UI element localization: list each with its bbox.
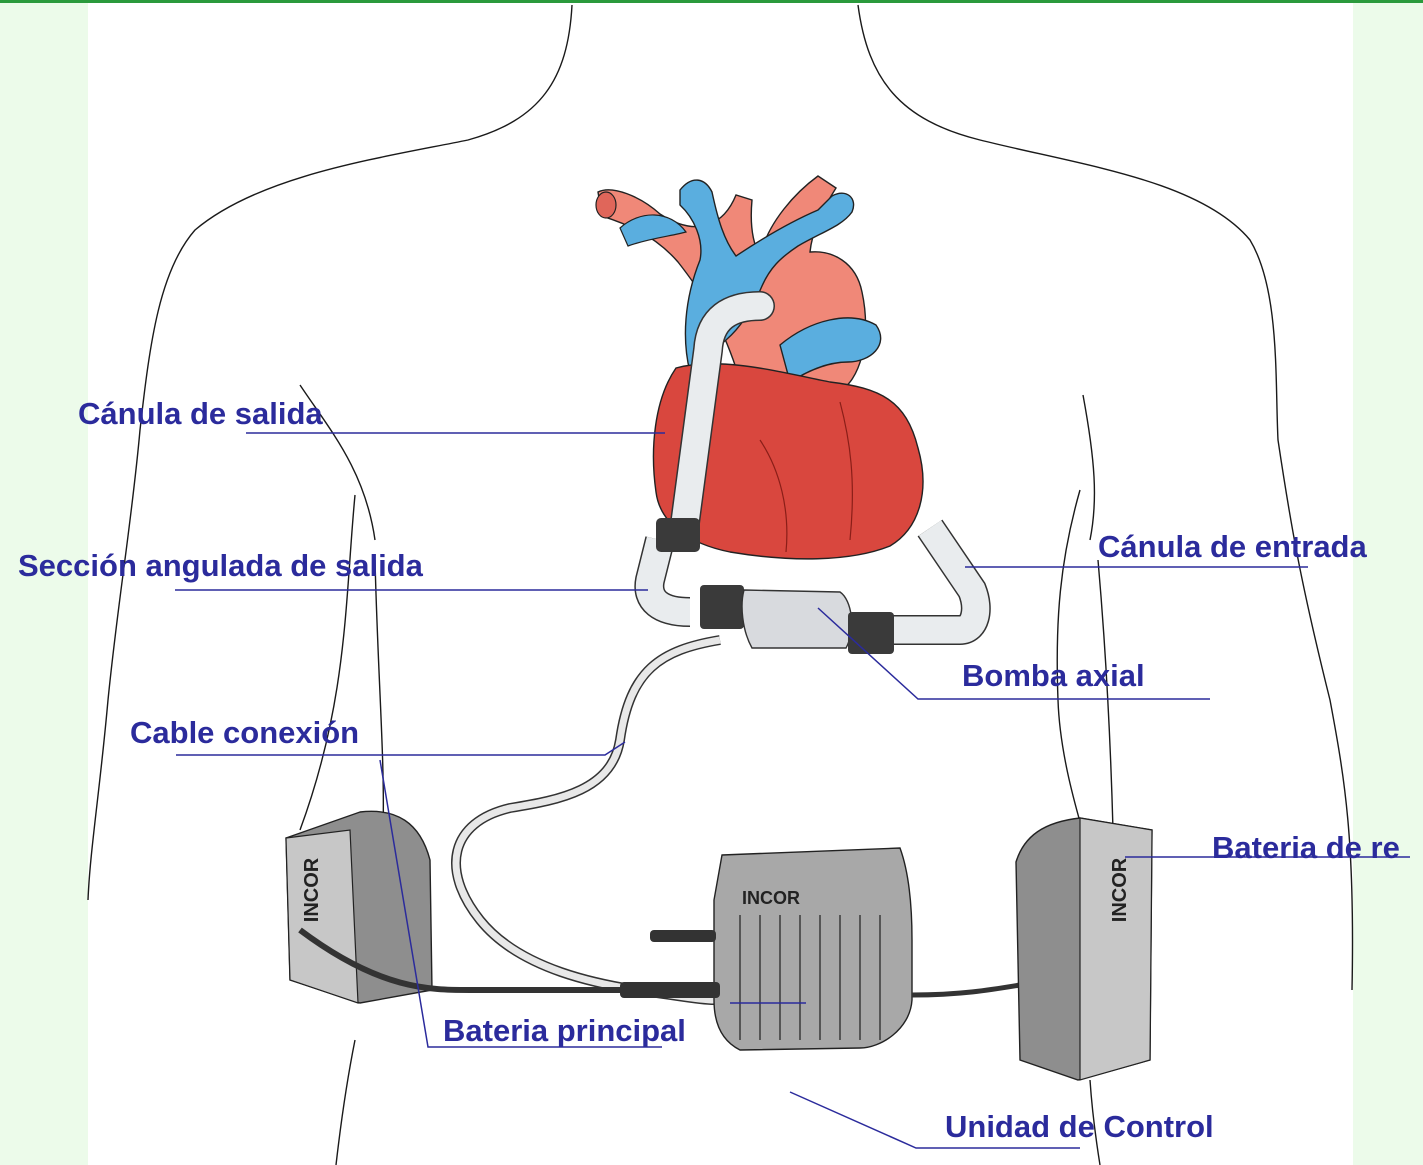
label-inflow-cannula: Cánula de entrada	[1098, 531, 1367, 562]
axial-pump	[700, 585, 894, 654]
heart-illustration	[596, 176, 923, 559]
label-control-unit: Unidad de Control	[945, 1111, 1214, 1142]
label-axial-pump: Bomba axial	[962, 660, 1145, 691]
main-battery-brand: INCOR	[302, 858, 322, 922]
control-unit-brand: INCOR	[742, 889, 800, 907]
label-backup-battery: Bateria de re	[1212, 832, 1400, 863]
label-main-battery: Bateria principal	[443, 1015, 686, 1046]
label-outflow-cannula: Cánula de salida	[78, 398, 323, 429]
backup-battery-brand: INCOR	[1110, 858, 1130, 922]
label-angled-outflow-section: Sección angulada de salida	[18, 550, 423, 581]
label-connection-cable: Cable conexión	[130, 717, 359, 748]
connection-cable	[456, 640, 720, 1000]
